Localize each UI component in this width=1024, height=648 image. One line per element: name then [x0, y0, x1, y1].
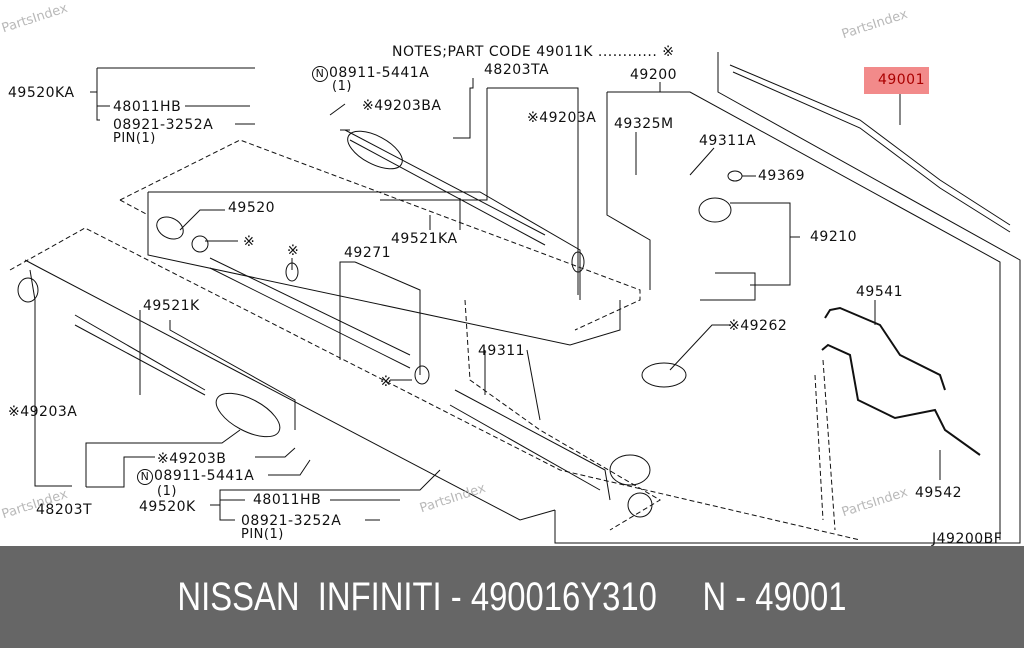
part-label-08921-3252A-bot[interactable]: 08921-3252A	[241, 513, 342, 529]
lock-nut-top-qty: (1)	[332, 79, 352, 94]
dashed-box-2	[9, 227, 861, 541]
part-label-49203BA[interactable]: ※49203BA	[362, 98, 442, 114]
part-label-49203A-top[interactable]: ※49203A	[527, 110, 597, 126]
lock-nut-bot-code: 08911-5441A	[154, 468, 255, 484]
box-left	[24, 259, 556, 521]
part-label-49210[interactable]: 49210	[810, 229, 858, 245]
frame-49200	[607, 91, 1001, 540]
part-label-49369[interactable]: 49369	[758, 168, 806, 184]
dashed-box-1	[119, 139, 641, 331]
part-label-49203B[interactable]: ※49203B	[157, 451, 227, 467]
frame-49200-bracket	[606, 92, 651, 290]
part-number-title: NISSAN INFINITI - 490016Y310 N - 49001	[177, 574, 847, 619]
part-label-49541[interactable]: 49541	[856, 284, 904, 300]
diagram-code: J49200BF	[932, 531, 1003, 547]
part-number-banner: NISSAN INFINITI - 490016Y310 N - 49001	[0, 546, 1024, 648]
part-label-49200[interactable]: 49200	[630, 67, 678, 83]
box-bushing-lower	[147, 192, 621, 346]
dashed-box-3	[464, 299, 661, 531]
part-label-49521KA[interactable]: 49521KA	[391, 231, 458, 247]
part-label-49520K[interactable]: 49520K	[139, 499, 196, 515]
part-label-48011HB-top[interactable]: 48011HB	[113, 99, 182, 115]
highlighted-part-49001[interactable]: 49001	[864, 67, 929, 94]
diagram-linework	[9, 52, 1021, 544]
pin-note-top: PIN(1)	[113, 131, 156, 146]
part-label-49262[interactable]: ※49262	[728, 318, 788, 334]
part-label-49542[interactable]: 49542	[915, 485, 963, 501]
part-label-49271[interactable]: 49271	[344, 245, 392, 261]
notes-text: NOTES;PART CODE 49011K ............ ※	[392, 44, 675, 60]
seal-mark-1: ※	[243, 234, 256, 250]
seal-mark-2: ※	[287, 243, 300, 259]
part-label-49521K[interactable]: 49521K	[143, 298, 200, 314]
part-label-49520KA[interactable]: 49520KA	[8, 85, 75, 101]
parts-diagram: 49001 NOTES;PART CODE 49011K ...........…	[0, 0, 1021, 547]
highlighted-part-label: 49001	[877, 72, 925, 88]
part-label-49311[interactable]: 49311	[478, 343, 526, 359]
part-label-48203T[interactable]: 48203T	[36, 502, 93, 518]
pin-note-bot: PIN(1)	[241, 527, 284, 542]
part-label-08921-3252A-top[interactable]: 08921-3252A	[113, 117, 214, 133]
n-mark-icon: N	[137, 469, 153, 485]
part-label-49325M[interactable]: 49325M	[614, 116, 674, 132]
n-mark-icon: N	[312, 66, 328, 82]
lock-nut-top-code: 08911-5441A	[329, 65, 430, 81]
part-label-49311A[interactable]: 49311A	[699, 133, 757, 149]
part-label-48011HB-bot[interactable]: 48011HB	[253, 492, 322, 508]
part-label-49520[interactable]: 49520	[228, 200, 276, 216]
lock-nut-bot-qty: (1)	[157, 484, 177, 499]
part-label-49203A-left[interactable]: ※49203A	[8, 404, 78, 420]
frame-right	[554, 52, 1021, 544]
seal-mark-3: ※	[380, 374, 393, 390]
part-label-48203TA[interactable]: 48203TA	[484, 62, 550, 78]
box-bushing	[148, 191, 581, 300]
